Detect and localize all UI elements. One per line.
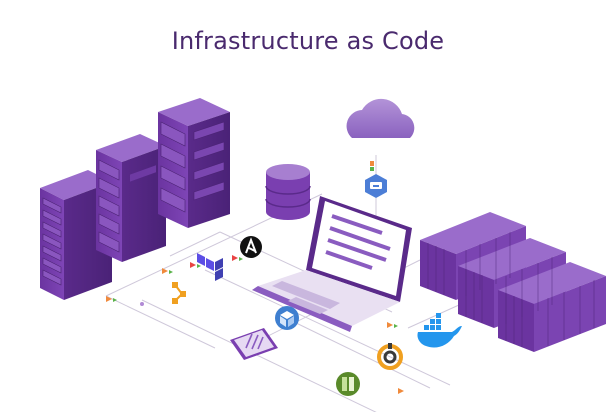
page-title: Infrastructure as Code — [171, 27, 445, 55]
gcp-service-icon — [365, 174, 387, 198]
ansible-icon — [240, 236, 262, 258]
docker-icon — [417, 313, 462, 348]
shipping-containers — [420, 212, 606, 352]
database-icon — [265, 164, 311, 220]
orchestration-icon — [172, 282, 186, 304]
aws-cube-icon — [275, 306, 299, 330]
server-rack-right — [158, 98, 230, 228]
chef-icon — [377, 343, 403, 370]
server-rack-middle — [96, 134, 166, 262]
signal-markers — [106, 161, 404, 394]
tablet-icon — [230, 328, 278, 360]
terraform-icon — [197, 253, 223, 281]
cloud-icon — [346, 98, 415, 138]
laptop-icon — [252, 196, 412, 332]
pipeline-icon — [336, 372, 360, 396]
